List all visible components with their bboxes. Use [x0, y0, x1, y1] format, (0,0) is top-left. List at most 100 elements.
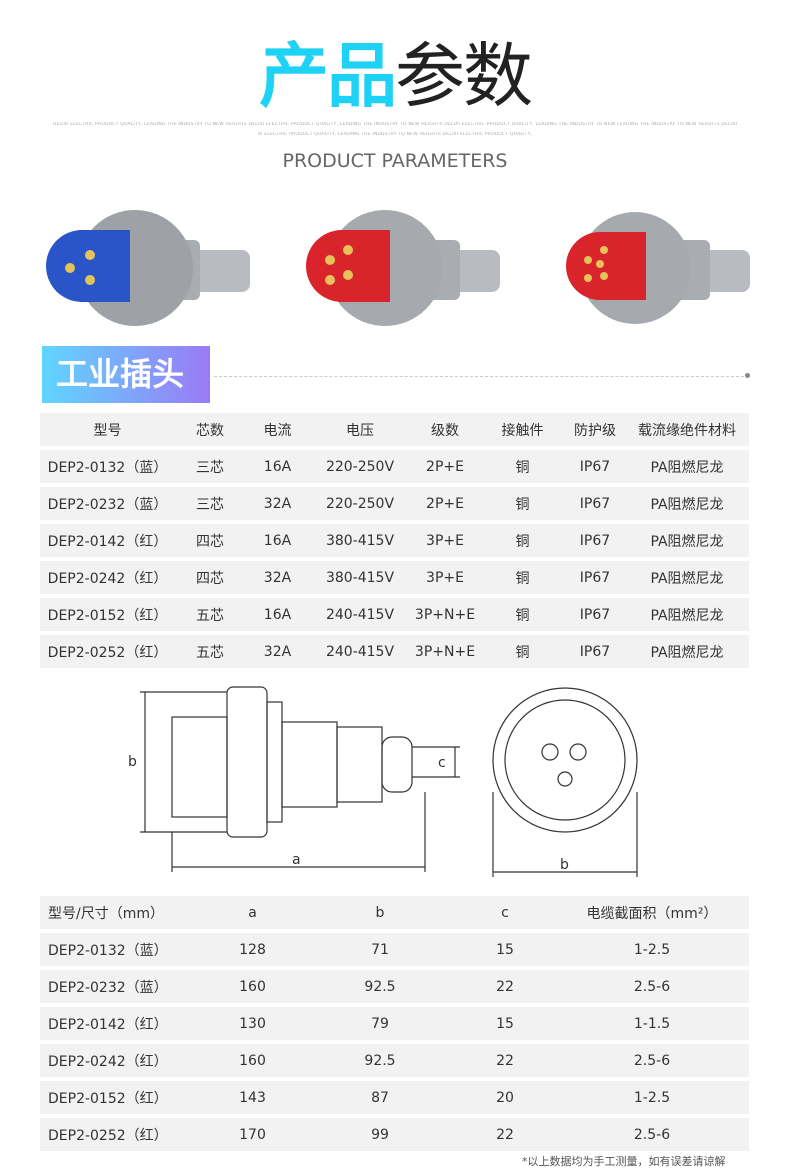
table-cell: 380-415V — [310, 561, 410, 594]
table-header-cell: 型号/尺寸（mm） — [40, 896, 200, 929]
table-cell: PA阻燃尼龙 — [625, 598, 749, 631]
dim-label-b: b — [128, 754, 137, 770]
table-cell: 240-415V — [310, 598, 410, 631]
product-image-red-plug-5p — [566, 212, 750, 324]
table-cell: PA阻燃尼龙 — [625, 524, 749, 557]
table-cell: 15 — [455, 1007, 555, 1040]
title-plain: 参数 — [395, 35, 533, 117]
table-cell: 128 — [200, 933, 305, 966]
table-header-row: 型号芯数电流电压级数接触件防护级载流缘绝件材料 — [40, 413, 749, 446]
table-cell: 铜 — [480, 524, 565, 557]
table-cell: IP67 — [565, 450, 625, 483]
table-header-cell: 芯数 — [175, 413, 245, 446]
dimension-diagram: b a c b — [128, 686, 638, 877]
table-cell: 220-250V — [310, 487, 410, 520]
table-cell: 2P+E — [410, 450, 480, 483]
subtitle: PRODUCT PARAMETERS — [282, 150, 508, 172]
table-cell: 1-2.5 — [555, 933, 749, 966]
table-cell: PA阻燃尼龙 — [625, 450, 749, 483]
table-header-cell: 防护级 — [565, 413, 625, 446]
table-cell: 铜 — [480, 561, 565, 594]
table-cell: 3P+E — [410, 561, 480, 594]
table-cell: 16A — [245, 524, 310, 557]
table-cell: DEP2-0252（红） — [40, 635, 175, 668]
table-cell: 220-250V — [310, 450, 410, 483]
table-header-cell: 电压 — [310, 413, 410, 446]
table-cell: 铜 — [480, 450, 565, 483]
product-image-blue-plug — [46, 210, 250, 326]
table-cell: 170 — [200, 1118, 305, 1151]
table-cell: 15 — [455, 933, 555, 966]
table-header-cell: 电缆截面积（mm²） — [555, 896, 749, 929]
table-cell: 22 — [455, 970, 555, 1003]
table-header-cell: b — [305, 896, 455, 929]
table-cell: 130 — [200, 1007, 305, 1040]
table-header-cell: 型号 — [40, 413, 175, 446]
table-cell: 2.5-6 — [555, 1044, 749, 1077]
table-cell: DEP2-0142（红） — [40, 1007, 200, 1040]
table-cell: 22 — [455, 1118, 555, 1151]
table-cell: 铜 — [480, 598, 565, 631]
table-cell: 2P+E — [410, 487, 480, 520]
table-cell: 240-415V — [310, 635, 410, 668]
table-cell: IP67 — [565, 598, 625, 631]
table-cell: IP67 — [565, 487, 625, 520]
table-cell: IP67 — [565, 524, 625, 557]
table-cell: 五芯 — [175, 598, 245, 631]
table-cell: 92.5 — [305, 970, 455, 1003]
table-cell: 99 — [305, 1118, 455, 1151]
table-cell: 3P+N+E — [410, 598, 480, 631]
table-cell: IP67 — [565, 561, 625, 594]
table-header-cell: 接触件 — [480, 413, 565, 446]
table-cell: 22 — [455, 1044, 555, 1077]
table-cell: DEP2-0242（红） — [40, 1044, 200, 1077]
table-cell: 380-415V — [310, 524, 410, 557]
table-header-cell: 电流 — [245, 413, 310, 446]
table-cell: IP67 — [565, 635, 625, 668]
table-cell: 3P+E — [410, 524, 480, 557]
table-header-cell: 载流缘绝件材料 — [625, 413, 749, 446]
table-cell: 1-2.5 — [555, 1081, 749, 1114]
table-cell: 2.5-6 — [555, 1118, 749, 1151]
table-cell: DEP2-0232（蓝） — [40, 487, 175, 520]
table-cell: 32A — [245, 561, 310, 594]
table-cell: 32A — [245, 635, 310, 668]
table-cell: DEP2-0232（蓝） — [40, 970, 200, 1003]
table-cell: 71 — [305, 933, 455, 966]
table-cell: DEP2-0142（红） — [40, 524, 175, 557]
table-cell: DEP2-0152（红） — [40, 1081, 200, 1114]
table-cell: 160 — [200, 970, 305, 1003]
product-image-red-plug-4p — [306, 210, 500, 326]
table-cell: 三芯 — [175, 450, 245, 483]
section-badge: 工业插头 — [42, 346, 210, 403]
divider-dot — [745, 373, 750, 378]
table-cell: DEP2-0242（红） — [40, 561, 175, 594]
table-cell: DEP2-0252（红） — [40, 1118, 200, 1151]
table-cell: PA阻燃尼龙 — [625, 635, 749, 668]
table-cell: 五芯 — [175, 635, 245, 668]
tagline: DELIXI ELECTRIC PRODUCT QUALITY, LEADING… — [52, 122, 738, 127]
table-cell: 2.5-6 — [555, 970, 749, 1003]
table-cell: 铜 — [480, 487, 565, 520]
table-cell: 16A — [245, 450, 310, 483]
dim-label-a: a — [292, 852, 301, 868]
table-cell: 160 — [200, 1044, 305, 1077]
table-cell: 87 — [305, 1081, 455, 1114]
footnote: *以上数据均为手工测量，如有误差请谅解 — [522, 1155, 726, 1168]
table-cell: DEP2-0152（红） — [40, 598, 175, 631]
table-cell: 1-1.5 — [555, 1007, 749, 1040]
table-cell: 四芯 — [175, 561, 245, 594]
table-cell: DEP2-0132（蓝） — [40, 450, 175, 483]
